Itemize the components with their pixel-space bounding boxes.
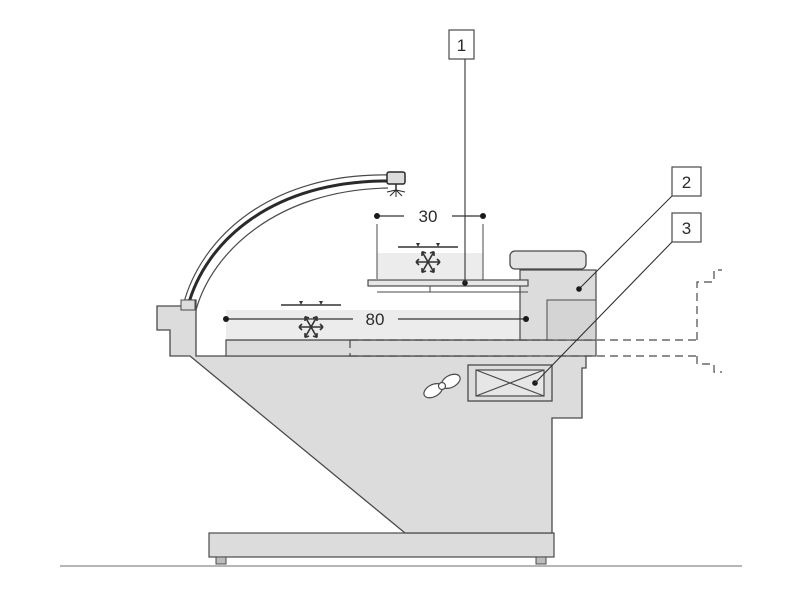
counter-body bbox=[156, 279, 587, 534]
glass-canopy-inner bbox=[195, 187, 389, 311]
pull-out-drawer-outline bbox=[349, 269, 722, 373]
dimension-label-80: 80 bbox=[366, 310, 385, 329]
canopy-base-joint bbox=[180, 299, 196, 311]
snowflake-icon bbox=[398, 243, 458, 274]
fan-icon bbox=[423, 373, 461, 399]
dimension-lower-tray: 80 bbox=[223, 310, 529, 329]
counter-deck bbox=[225, 339, 597, 357]
base-plinth bbox=[208, 532, 555, 558]
spray-nozzle-icon bbox=[386, 171, 406, 197]
callout-2-number: 2 bbox=[682, 173, 691, 192]
upper-shelf-plate bbox=[367, 279, 529, 287]
snowflake-icon bbox=[281, 301, 341, 339]
callout-2: 2 bbox=[576, 166, 702, 292]
callout-3: 3 bbox=[534, 212, 702, 384]
dimension-label-30: 30 bbox=[419, 207, 438, 226]
lower-cooled-tray bbox=[226, 310, 528, 340]
callout-1-number: 1 bbox=[457, 36, 466, 55]
housing-step bbox=[546, 299, 597, 341]
glass-canopy-pane bbox=[186, 179, 391, 307]
housing-lid bbox=[509, 250, 587, 270]
dimension-upper-shelf: 30 bbox=[374, 207, 486, 226]
left-foot bbox=[215, 556, 227, 565]
callout-3-number: 3 bbox=[682, 219, 691, 238]
glass-canopy-outer bbox=[182, 174, 393, 307]
callout-1: 1 bbox=[448, 29, 475, 283]
right-foot bbox=[535, 556, 547, 565]
refrigeration-unit bbox=[467, 364, 553, 402]
